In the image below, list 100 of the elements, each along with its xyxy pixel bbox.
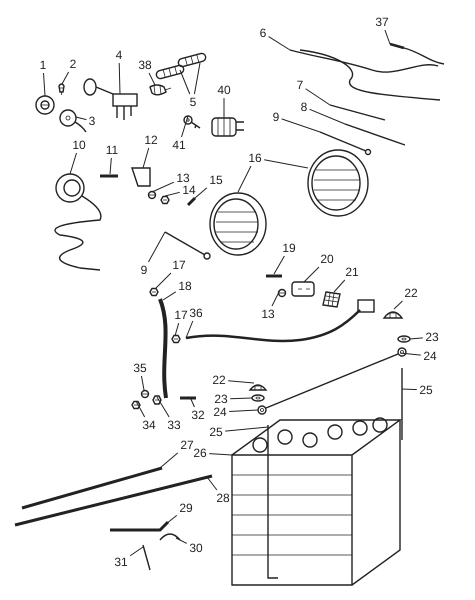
- leader-line: [140, 376, 144, 390]
- callout-number: 18: [178, 279, 192, 293]
- bolt-drawing: [100, 174, 118, 178]
- lamp-drawing: [307, 149, 369, 217]
- callout-number: 15: [209, 173, 223, 187]
- leader-line: [76, 116, 87, 120]
- wire-drawing: [344, 123, 406, 146]
- cable-drawing: [186, 299, 375, 342]
- leader-line: [264, 159, 308, 168]
- leader-line: [62, 72, 70, 84]
- leader-line: [174, 322, 180, 336]
- battery-drawing: [231, 417, 402, 586]
- leader-line: [206, 476, 218, 490]
- callout-number: 5: [190, 95, 196, 109]
- callout-number: 21: [345, 265, 359, 279]
- leader-line: [274, 256, 285, 274]
- callout-number: 34: [142, 418, 156, 432]
- wire-drawing: [290, 49, 440, 101]
- leader-line: [136, 400, 146, 418]
- callout-number: 19: [282, 241, 296, 255]
- bracket-drawing: [131, 167, 151, 187]
- leader-line: [166, 514, 178, 524]
- callout-number: 4: [116, 48, 122, 62]
- leader-line: [130, 546, 144, 556]
- callout-number: 2: [70, 57, 76, 71]
- callout-number: 28: [216, 491, 230, 505]
- leader-line: [180, 116, 188, 138]
- callout-number: 9: [140, 263, 148, 277]
- callout-number: 13: [176, 171, 190, 185]
- leader-line: [402, 388, 418, 390]
- callout-number: 31: [114, 555, 128, 569]
- leader-line: [272, 290, 280, 306]
- leader-line: [304, 266, 320, 282]
- leader-line: [224, 426, 268, 432]
- leader-line: [281, 118, 320, 132]
- lamp-drawing: [209, 192, 267, 256]
- washer-drawing: [278, 288, 286, 298]
- callout-number: 38: [138, 58, 152, 72]
- strap-drawing: [158, 298, 168, 398]
- plate-drawing: [291, 281, 315, 297]
- callout-number: 10: [72, 138, 86, 152]
- callout-number: 17: [172, 258, 186, 272]
- leader-line: [384, 30, 390, 44]
- leader-line: [194, 187, 208, 198]
- callout-number: 23: [425, 330, 439, 344]
- callout-number: 23: [214, 392, 228, 406]
- washer-drawing: [148, 190, 156, 200]
- callout-number: 29: [179, 501, 193, 515]
- callout-number: 40: [217, 83, 231, 97]
- callout-number: 33: [167, 418, 181, 432]
- leader-line: [162, 291, 176, 300]
- callout-number: 41: [172, 138, 186, 152]
- callout-number: 17: [174, 308, 188, 322]
- callout-number: 8: [300, 100, 308, 114]
- wire-drawing: [390, 42, 444, 65]
- leader-line: [164, 192, 180, 196]
- callout-number: 7: [296, 78, 304, 92]
- rod-drawing: [164, 231, 211, 260]
- knob-drawing: [35, 95, 55, 115]
- wire-drawing: [330, 104, 386, 121]
- leader-line: [142, 148, 150, 168]
- leader-line: [334, 280, 346, 292]
- leader-line: [118, 62, 120, 94]
- bolt-drawing: [180, 396, 196, 400]
- callout-number: 37: [375, 15, 389, 29]
- callout-number: 35: [133, 361, 147, 375]
- nut-drawing: [171, 334, 181, 344]
- leader-line: [305, 88, 330, 106]
- callout-number: 6: [260, 26, 266, 40]
- callout-number: 24: [423, 349, 437, 363]
- nut-drawing: [160, 196, 170, 204]
- fuse-drawing: [149, 84, 172, 96]
- clip-drawing: [154, 64, 186, 80]
- clamp-drawing: [110, 520, 170, 532]
- washer-drawing: [251, 394, 265, 402]
- bolt-drawing: [266, 274, 282, 278]
- cable-drawing: [14, 474, 212, 526]
- switch-drawing: [211, 117, 245, 137]
- clip-drawing: [176, 52, 208, 68]
- pin-drawing: [142, 544, 151, 570]
- callout-number: 25: [419, 383, 433, 397]
- leader-line: [156, 272, 172, 288]
- callout-number: 24: [213, 405, 227, 419]
- callout-number: 22: [404, 286, 418, 300]
- eye-drawing: [257, 405, 267, 415]
- callout-number: 3: [88, 114, 96, 128]
- callout-number: 25: [209, 425, 223, 439]
- callout-number: 13: [261, 307, 275, 321]
- leader-line: [309, 108, 346, 124]
- callout-number: 16: [248, 151, 262, 165]
- leader-line: [148, 232, 166, 262]
- leader-line: [268, 36, 290, 50]
- clip-drawing: [159, 533, 181, 540]
- callout-number: 30: [189, 541, 203, 555]
- rod-drawing: [266, 347, 407, 409]
- callout-number: 22: [212, 373, 226, 387]
- leader-line: [156, 396, 170, 418]
- leader-line: [186, 320, 194, 338]
- disc-drawing: [59, 109, 87, 132]
- wing-nut-drawing: [383, 311, 403, 319]
